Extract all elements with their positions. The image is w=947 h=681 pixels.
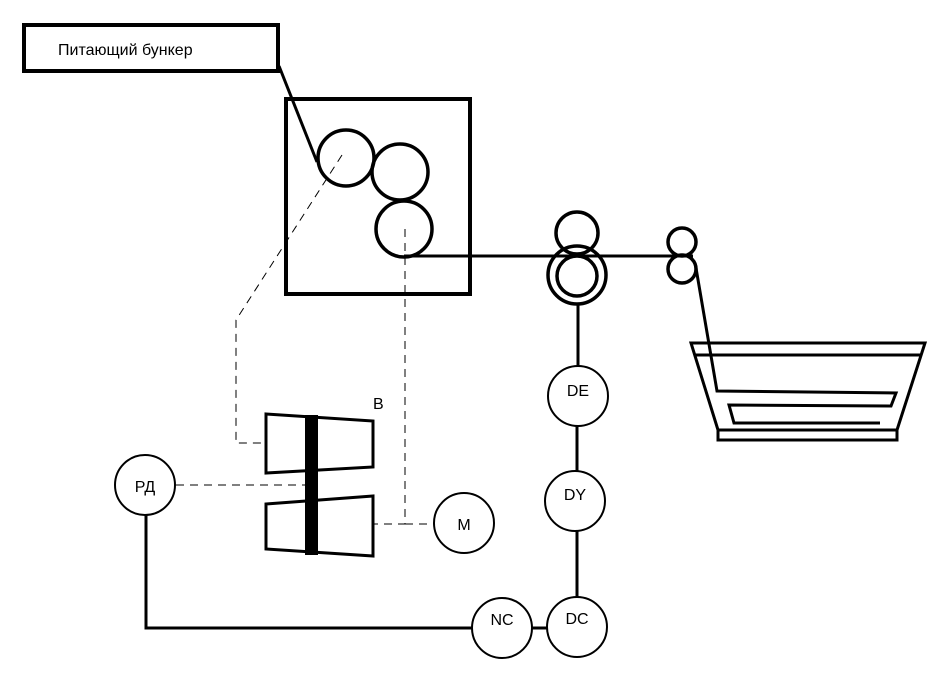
- variator-label: B: [373, 396, 384, 413]
- pull-roller-bottom: [555, 254, 599, 298]
- node-rd: [114, 454, 176, 516]
- mill-roller-2: [370, 142, 430, 202]
- dashed-roller1-to-variator: [235, 154, 343, 444]
- mill-roller-3: [374, 199, 434, 259]
- bath-strip: [694, 267, 899, 425]
- node-de-label: DE: [567, 383, 589, 400]
- node-rd-label: РД: [135, 479, 156, 496]
- guide-roller-bottom: [666, 253, 698, 285]
- feed-hopper-box: Питающий бункер: [22, 23, 280, 73]
- feed-line: [277, 65, 319, 163]
- guide-roller-top: [666, 226, 698, 258]
- node-nc-label: NC: [490, 612, 513, 629]
- mill-housing: [284, 97, 472, 296]
- mill-roller-1: [316, 128, 376, 188]
- link-rd-nc: [144, 514, 472, 630]
- variator: [264, 412, 375, 558]
- feed-hopper-label: Питающий бункер: [58, 42, 193, 59]
- dashed-roller3-to-motor: [374, 229, 406, 525]
- node-m: [433, 492, 495, 554]
- node-m-label: M: [457, 517, 470, 534]
- pull-roller-top: [554, 210, 600, 256]
- bath: [688, 341, 928, 442]
- node-dy: [544, 470, 606, 532]
- variator-belt: [305, 415, 318, 555]
- node-dc-label: DC: [565, 611, 588, 628]
- node-dy-label: DY: [564, 487, 587, 504]
